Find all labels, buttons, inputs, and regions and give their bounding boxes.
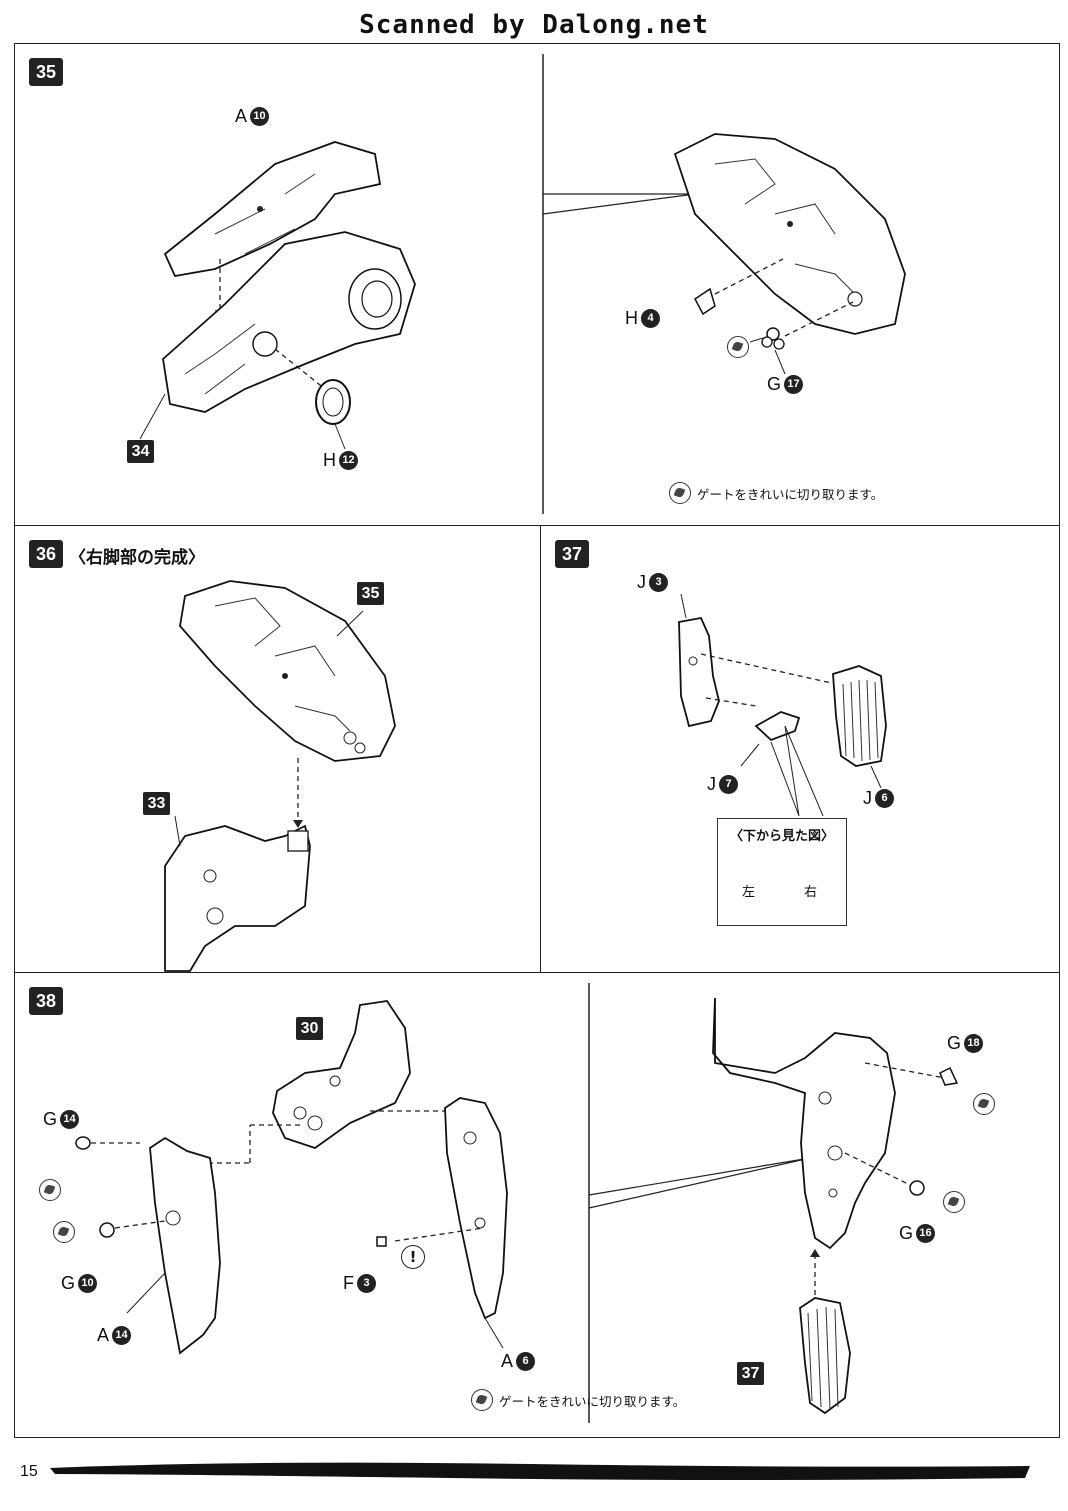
part-a6 xyxy=(444,1097,508,1320)
step-35-illustration xyxy=(139,54,906,514)
warning-icon: ! xyxy=(401,1245,425,1269)
gate-icon xyxy=(39,1179,61,1201)
gate-icon xyxy=(53,1221,75,1243)
gate-note: ゲートをきれいに切り取ります。 xyxy=(471,1389,685,1411)
ref-step-30: 30 xyxy=(296,1017,323,1040)
inset-left-label: 左 xyxy=(742,885,756,900)
ref-step-34: 34 xyxy=(127,440,154,463)
part-g16 xyxy=(909,1180,925,1196)
ref-step-33: 33 xyxy=(143,792,170,815)
part-j3 xyxy=(678,616,720,728)
part-j6 xyxy=(832,665,887,767)
step-number: 37 xyxy=(555,540,589,568)
step-number: 35 xyxy=(29,58,63,86)
gate-icon xyxy=(727,336,749,358)
part-shell xyxy=(179,580,396,762)
footer-brush-stroke xyxy=(50,1462,1030,1480)
ref-step-37: 37 xyxy=(737,1362,764,1385)
part-f3 xyxy=(376,1236,387,1247)
step-38-panel: 38 xyxy=(14,972,1060,1438)
step-38-illustration xyxy=(75,983,959,1423)
gate-note: ゲートをきれいに切り取ります。 xyxy=(669,482,883,504)
step-number: 38 xyxy=(29,987,63,1015)
inset-right-label: 右 xyxy=(804,885,818,900)
part-h4 xyxy=(694,287,716,316)
step-number: 36 xyxy=(29,540,63,568)
part-leg-assembly xyxy=(164,824,311,972)
part-a14 xyxy=(149,1136,221,1355)
step-36-panel: 36 〈右脚部の完成〉 35 33 xyxy=(14,525,542,973)
part-leg-body xyxy=(162,231,416,413)
part-j6-heel xyxy=(799,1297,851,1415)
step-36-illustration xyxy=(164,580,396,972)
gate-icon xyxy=(669,482,691,504)
part-leg-assembled xyxy=(712,997,896,1250)
part-cover-upper xyxy=(163,141,382,278)
part-shell xyxy=(673,133,906,335)
ref-step-35: 35 xyxy=(357,582,384,605)
part-30 xyxy=(272,1000,411,1149)
scan-header: Scanned by Dalong.net xyxy=(359,10,709,40)
bottom-view-inset: 〈下から見た図〉 左 右 xyxy=(717,818,847,926)
page-number: 15 xyxy=(20,1463,38,1480)
part-j7 xyxy=(754,711,801,742)
step-36-title: 〈右脚部の完成〉 xyxy=(69,548,205,568)
gate-icon xyxy=(973,1093,995,1115)
inset-title: 〈下から見た図〉 xyxy=(729,829,834,844)
gate-icon xyxy=(943,1191,965,1213)
part-g14 xyxy=(75,1136,91,1150)
part-g10 xyxy=(99,1222,115,1238)
gate-icon xyxy=(471,1389,493,1411)
part-g17 xyxy=(766,327,780,341)
part-g18 xyxy=(939,1066,959,1086)
